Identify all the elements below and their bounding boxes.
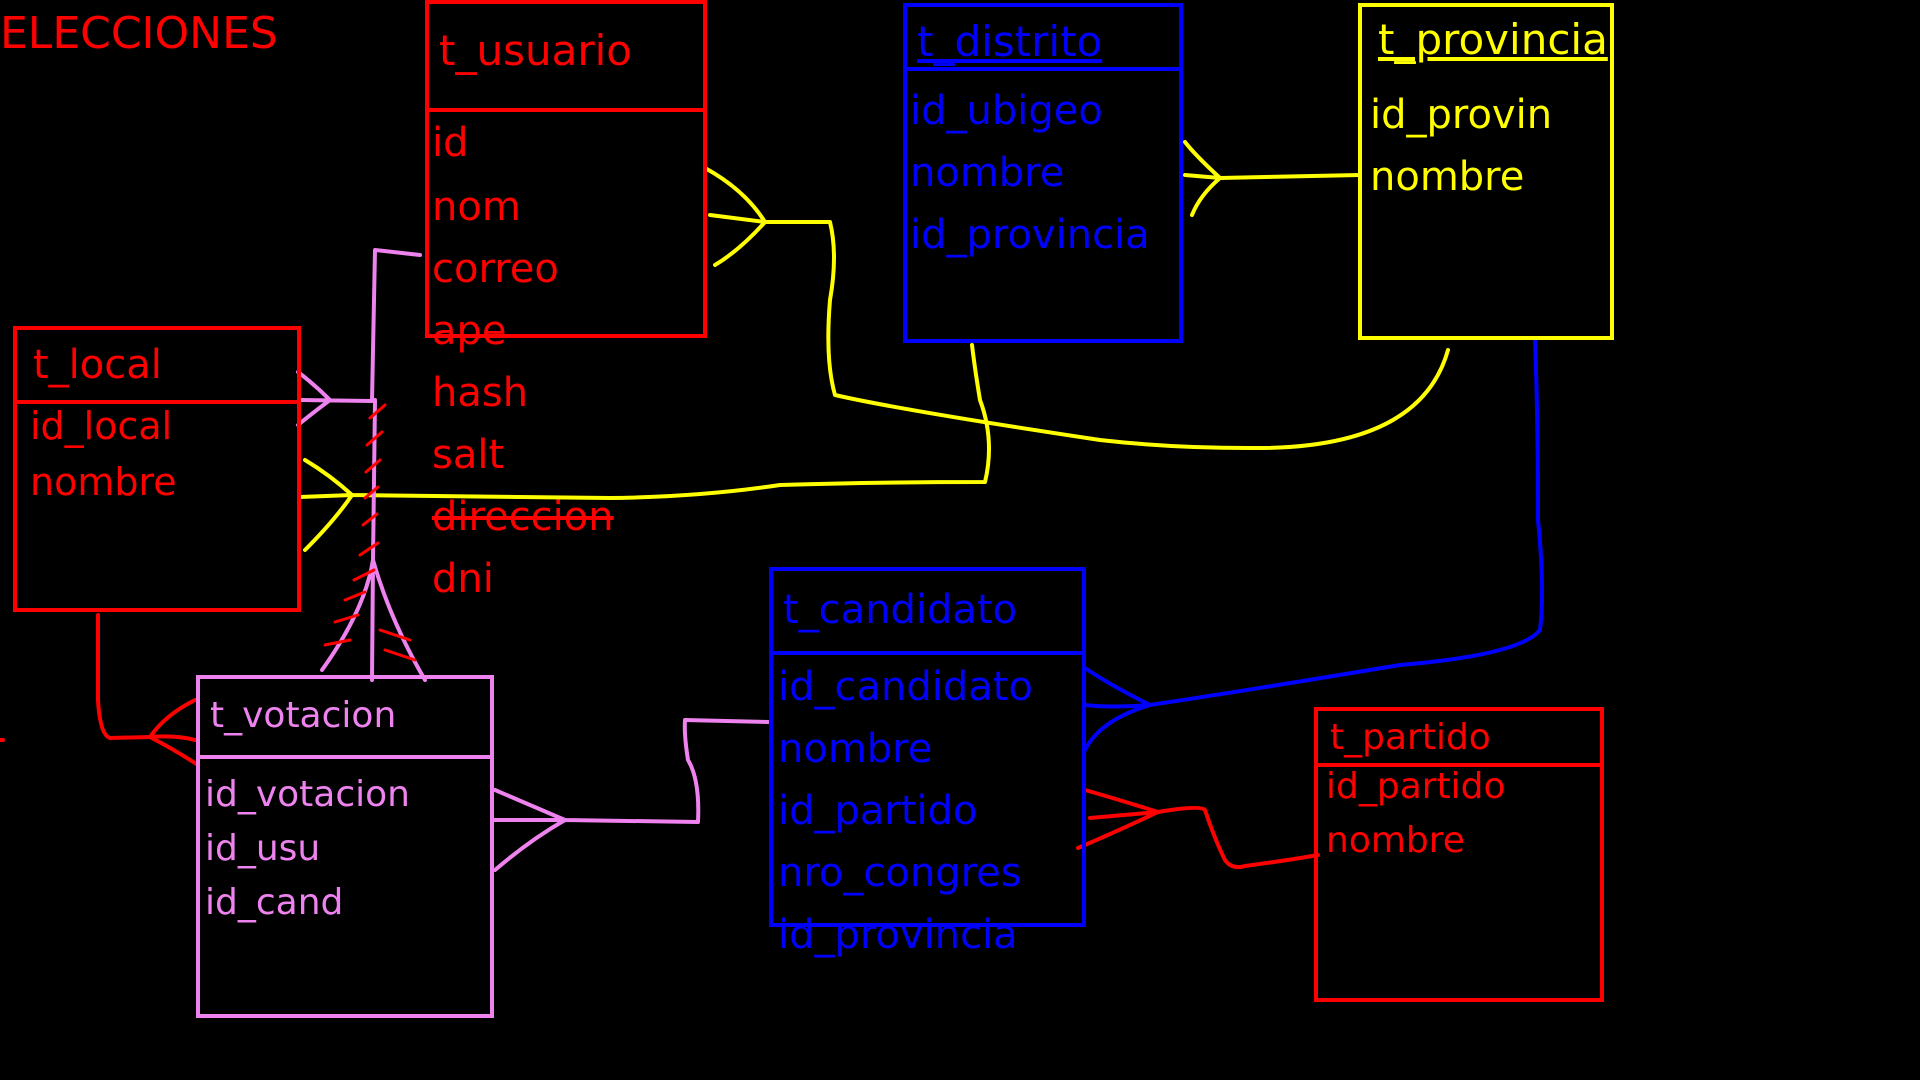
- field-distrito-id-ubigeo: id_ubigeo: [910, 88, 1103, 134]
- field-usuario-dni: dni: [432, 556, 494, 602]
- field-usuario-hash: hash: [432, 370, 529, 416]
- table-local: t_local: [13, 326, 301, 612]
- field-candidato-nombre: nombre: [778, 726, 933, 772]
- field-local-nombre: nombre: [30, 460, 177, 504]
- field-partido-nombre: nombre: [1326, 820, 1465, 861]
- rel-usuario-votacion: [320, 398, 427, 682]
- diagram-title: ELECCIONES: [0, 8, 278, 59]
- field-provincia-id-provin: id_provin: [1370, 92, 1553, 138]
- field-candidato-id-partido: id_partido: [778, 788, 978, 834]
- table-candidato-name: t_candidato: [783, 587, 1018, 633]
- rel-local-usuario: [296, 248, 422, 427]
- rel-local-votacion: [96, 613, 200, 767]
- rel-votacion-candidato: [493, 718, 770, 872]
- field-partido-id-partido: id_partido: [1326, 766, 1506, 807]
- table-distrito: t_distrito: [903, 3, 1183, 343]
- field-distrito-nombre: nombre: [910, 150, 1065, 196]
- rel-candidato-partido: [1076, 788, 1320, 870]
- table-usuario-name: t_usuario: [439, 26, 632, 75]
- field-usuario-salt: salt: [432, 432, 505, 478]
- table-distrito-name: t_distrito: [917, 17, 1103, 66]
- table-usuario: t_usuario: [425, 0, 707, 338]
- field-votacion-id-cand: id_cand: [205, 882, 344, 923]
- table-distrito-header: t_distrito: [907, 7, 1179, 71]
- field-distrito-id-provincia: id_provincia: [910, 212, 1150, 258]
- field-usuario-ape: ape: [432, 308, 507, 354]
- table-local-name: t_local: [33, 342, 162, 388]
- field-provincia-nombre: nombre: [1370, 154, 1525, 200]
- rel-local-distrito: [298, 343, 991, 552]
- table-provincia-header: t_provincia: [1362, 7, 1610, 75]
- table-provincia: t_provincia: [1358, 3, 1614, 340]
- rel-candidato-provincia: [1083, 338, 1545, 752]
- field-local-id-local: id_local: [30, 404, 173, 448]
- table-candidato-header: t_candidato: [773, 571, 1082, 655]
- field-usuario-nom: nom: [432, 184, 521, 230]
- field-votacion-id-usu: id_usu: [205, 828, 321, 869]
- table-candidato: t_candidato: [769, 567, 1086, 927]
- table-usuario-header: t_usuario: [429, 4, 703, 112]
- table-votacion-header: t_votacion: [200, 679, 490, 759]
- field-votacion-id-votacion: id_votacion: [205, 774, 410, 815]
- field-candidato-id-candidato: id_candidato: [778, 664, 1033, 710]
- rel-usuario-provincia: [703, 166, 1450, 451]
- table-local-header: t_local: [17, 330, 297, 404]
- table-partido: t_partido: [1314, 707, 1604, 1002]
- rel-hatch-marks: [323, 403, 417, 662]
- table-partido-name: t_partido: [1330, 717, 1491, 758]
- field-candidato-nro-congres: nro_congres: [778, 850, 1022, 896]
- field-usuario-id: id: [432, 120, 469, 166]
- field-candidato-id-provincia: id_provincia: [778, 912, 1018, 958]
- table-provincia-name: t_provincia: [1378, 15, 1608, 64]
- field-usuario-correo: correo: [432, 246, 559, 292]
- table-partido-header: t_partido: [1318, 711, 1600, 767]
- rel-distrito-provincia: [1183, 140, 1362, 217]
- field-usuario-direccion: direccion: [432, 494, 614, 540]
- table-votacion-name: t_votacion: [210, 695, 397, 736]
- table-votacion: t_votacion: [196, 675, 494, 1018]
